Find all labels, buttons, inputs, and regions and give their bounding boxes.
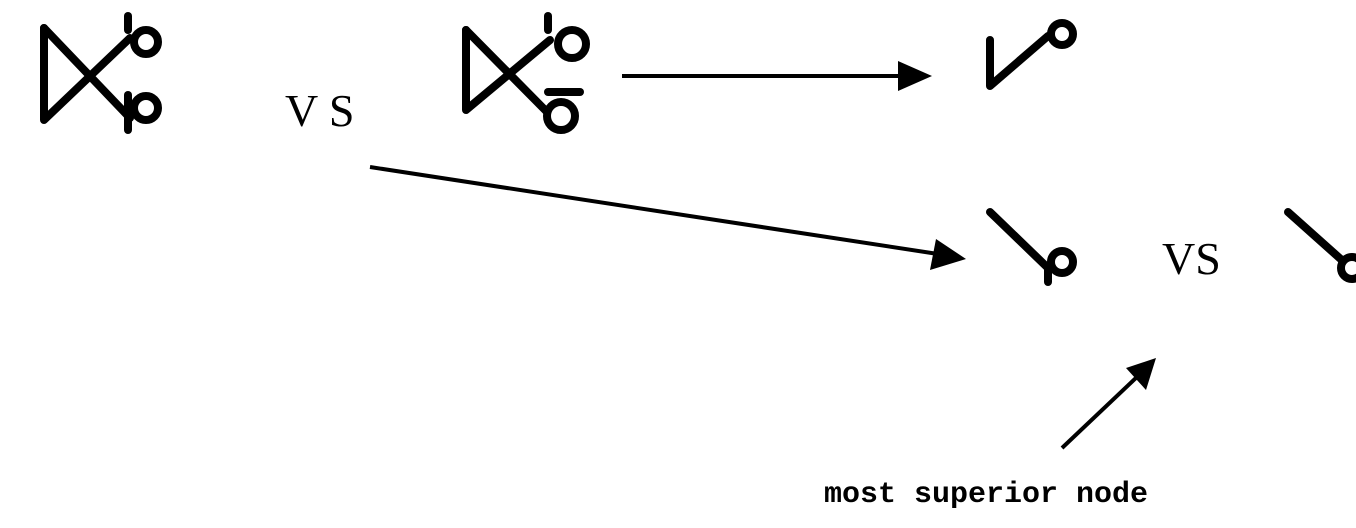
tree-symbol-result-top [986, 19, 1077, 90]
arrow-to-result-top [622, 61, 932, 91]
tree-symbol-bottom-right [1284, 208, 1356, 283]
tree-symbol-left [40, 12, 162, 134]
annotation-most-superior-node: most superior node [824, 478, 1148, 512]
vs-label-top: V S [285, 85, 354, 136]
arrow-to-superior-node [1060, 358, 1156, 450]
tree-symbol-bottom-left [986, 208, 1077, 286]
vs-label-bottom: VS [1162, 233, 1221, 284]
arrow-to-result-bottom [369, 165, 966, 270]
tree-symbol-middle [462, 12, 590, 134]
